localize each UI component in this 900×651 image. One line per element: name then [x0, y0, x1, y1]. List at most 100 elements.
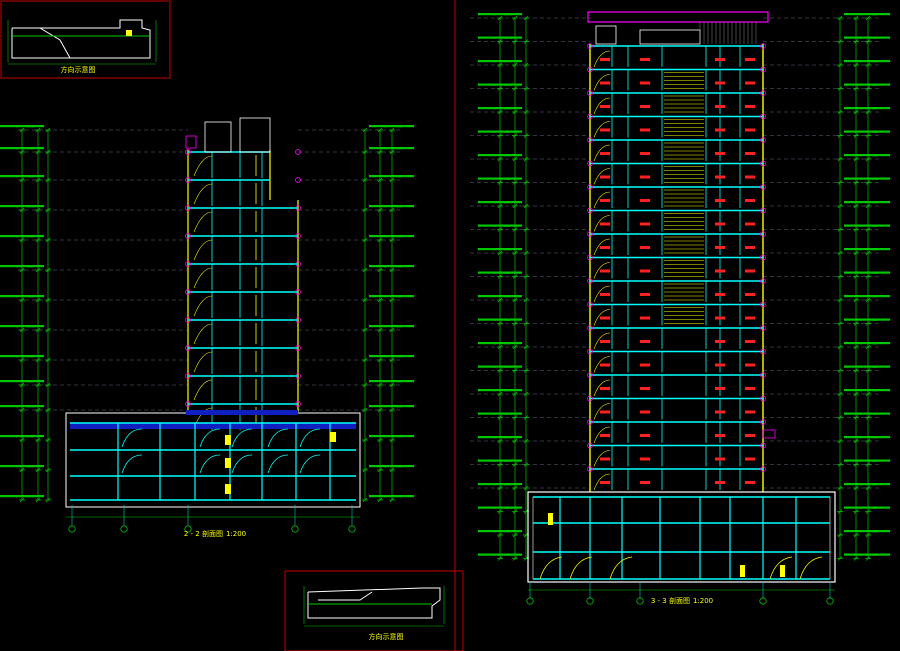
elevation-mark	[504, 389, 522, 392]
elevation-mark	[872, 318, 890, 321]
elevation-mark	[872, 295, 890, 298]
elevation-mark	[844, 60, 862, 63]
elevation-mark	[396, 380, 414, 383]
dimension-tick	[45, 237, 51, 243]
dimension-tick	[362, 177, 368, 183]
axis-bubble	[185, 261, 191, 267]
elevation-mark	[860, 271, 878, 274]
dimension-tick	[512, 556, 518, 561]
elevation-mark	[504, 365, 522, 368]
elevation-mark	[504, 248, 522, 251]
room-label-mark	[745, 58, 755, 61]
ramp-curve	[539, 556, 563, 580]
roof-parapet	[185, 135, 197, 149]
elevation-mark	[0, 495, 18, 498]
elevation-mark	[369, 147, 387, 150]
dimension-tick	[837, 109, 843, 115]
room-label-mark	[600, 246, 610, 249]
room-label-mark	[600, 481, 610, 484]
elevation-mark	[478, 271, 496, 274]
dimension-tick	[362, 149, 368, 155]
dimension-tick	[523, 227, 529, 232]
elevation-mark	[844, 342, 862, 345]
dimension-tick	[512, 156, 518, 162]
dimension-tick	[362, 327, 368, 333]
dimension-tick	[523, 368, 529, 373]
equipment-block	[225, 484, 231, 494]
dimension-tick	[362, 382, 368, 388]
elevation-mark	[478, 506, 496, 509]
room-label-mark	[600, 410, 610, 414]
elevation-mark	[860, 248, 878, 251]
room-label-mark	[640, 340, 650, 343]
dimension-tick	[35, 177, 41, 183]
dimension-tick	[523, 415, 529, 420]
room-label-mark	[745, 175, 755, 179]
dimension-tick	[389, 467, 395, 473]
elevation-mark	[478, 13, 496, 16]
dimension-tick	[362, 267, 368, 273]
dimension-tick	[35, 267, 41, 273]
elevation-mark	[872, 506, 890, 509]
section-2-2	[0, 117, 414, 533]
elevation-mark	[844, 83, 862, 86]
elevation-mark	[384, 405, 402, 408]
dimension-tick	[512, 250, 518, 256]
room-label-mark	[745, 410, 755, 414]
equipment-block	[780, 565, 785, 577]
room-label-mark	[715, 81, 725, 85]
axis-bubble	[587, 301, 593, 308]
elevation-mark	[16, 147, 34, 150]
elevation-mark	[504, 201, 522, 204]
elevation-mark	[860, 83, 878, 86]
dimension-tick	[865, 180, 871, 185]
elevation-mark	[0, 235, 18, 238]
elevation-mark	[478, 60, 496, 63]
dimension-tick	[377, 177, 383, 183]
door-arc	[193, 323, 213, 345]
dimension-tick	[512, 368, 518, 373]
elevation-mark	[26, 147, 44, 150]
dimension-tick	[497, 485, 503, 491]
elevation-mark	[0, 325, 18, 328]
door-arc	[593, 215, 611, 232]
axis-bubble	[587, 395, 593, 402]
dimension-tick	[837, 532, 843, 538]
room-label-mark	[715, 128, 725, 132]
elevation-mark	[504, 36, 522, 39]
door-arc	[593, 473, 611, 491]
dimension-tick	[389, 267, 395, 273]
elevation-mark	[0, 205, 18, 208]
room-label-mark	[600, 316, 610, 320]
elevation-mark	[384, 495, 402, 498]
elevation-mark	[872, 177, 890, 180]
dimension-tick	[837, 180, 843, 185]
room-label-mark	[640, 387, 650, 390]
axis-bubble	[587, 419, 593, 425]
door-arc	[593, 356, 611, 373]
elevation-mark	[860, 60, 878, 63]
dimension-tick	[497, 109, 503, 115]
elevation-mark	[369, 355, 387, 358]
elevation-mark	[844, 201, 862, 204]
dimension-tick	[19, 407, 25, 413]
elevation-mark	[493, 107, 511, 110]
dimension-tick	[512, 485, 518, 491]
elevation-mark	[493, 130, 511, 133]
dimension-tick	[523, 344, 529, 350]
room-label-mark	[640, 128, 650, 132]
elevation-mark	[504, 13, 522, 16]
door-arc	[193, 351, 213, 373]
dimension-tick	[497, 15, 503, 21]
dimension-tick	[19, 149, 25, 155]
axis-bubble	[185, 289, 191, 295]
elevation-mark	[26, 125, 44, 128]
dimension-tick	[523, 39, 529, 44]
room-label-mark	[600, 293, 610, 296]
room-label-mark	[715, 105, 725, 108]
dimension-tick	[362, 437, 368, 443]
elevation-mark	[16, 175, 34, 178]
room-label-mark	[715, 434, 725, 437]
